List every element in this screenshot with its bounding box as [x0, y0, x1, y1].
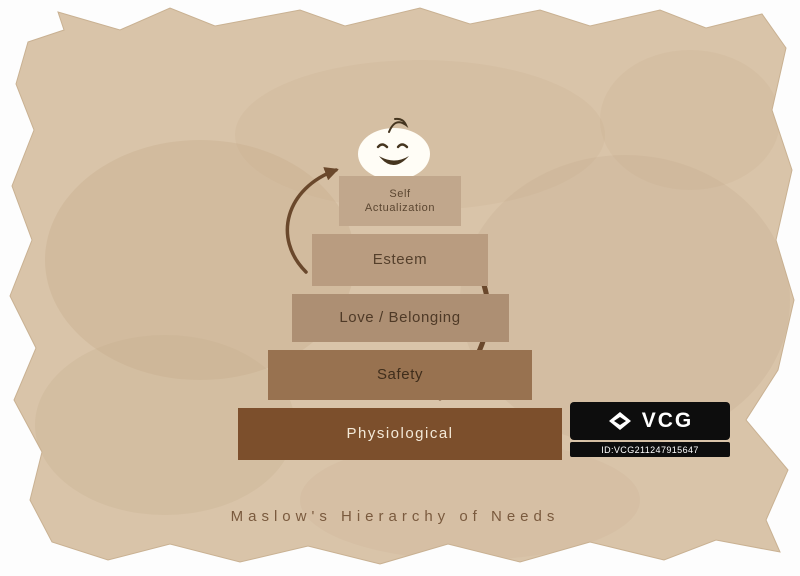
- paper-texture: [35, 50, 790, 560]
- pyramid-level-physiological: Physiological: [238, 408, 562, 460]
- vcg-watermark: VCG ID:VCG211247915647: [570, 402, 730, 457]
- vcg-watermark-main: VCG: [570, 402, 730, 440]
- pyramid-level-safety: Safety: [268, 350, 532, 400]
- pyramid-level-esteem: Esteem: [312, 234, 488, 286]
- needs-pyramid: Self Actualization Esteem Love / Belongi…: [238, 176, 562, 460]
- diagram-title: Maslow's Hierarchy of Needs: [230, 508, 560, 525]
- pyramid-level-love-belonging: Love / Belonging: [291, 294, 509, 342]
- vcg-brand-text: VCG: [641, 409, 694, 432]
- smiley-face-icon: [358, 117, 430, 180]
- vcg-watermark-id: ID:VCG211247915647: [570, 442, 730, 457]
- vcg-logo-icon: [608, 412, 631, 430]
- pyramid-level-self-actualization: Self Actualization: [339, 176, 461, 226]
- curved-arrow-left-icon: [285, 167, 339, 274]
